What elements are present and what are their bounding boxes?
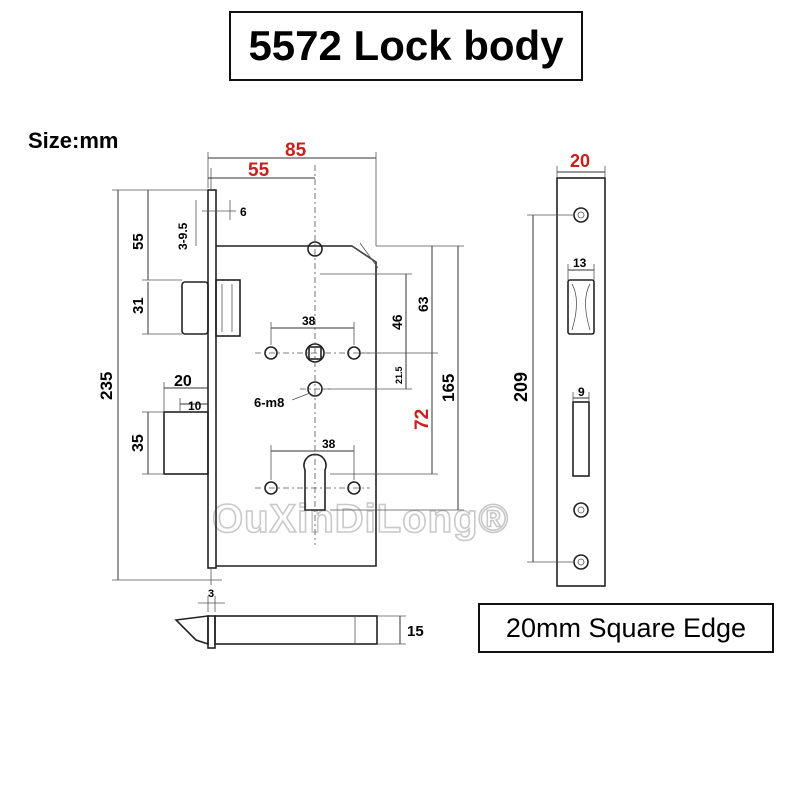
dim-38-bottom: 38 xyxy=(322,437,336,451)
dim-20-left: 20 xyxy=(174,373,192,390)
dim-55-top: 55 xyxy=(248,160,270,181)
dim-21-5: 21.5 xyxy=(394,366,404,384)
faceplate-front xyxy=(556,177,606,587)
faceplate-screw-top xyxy=(573,207,589,223)
dim-209: 209 xyxy=(511,372,531,402)
dim-3: 3 xyxy=(208,588,214,600)
dim-13: 13 xyxy=(573,256,587,270)
latch-bolt xyxy=(181,281,209,335)
dim-3-9-5: 3-9.5 xyxy=(176,222,190,250)
title-box: 5572 Lock body xyxy=(229,11,583,81)
dim-38-top: 38 xyxy=(302,314,316,328)
dim-85: 85 xyxy=(285,140,307,161)
dim-20-right: 20 xyxy=(570,151,590,171)
bottom-latch xyxy=(174,615,209,646)
lock-bottom-view xyxy=(174,596,406,649)
dim-63: 63 xyxy=(415,296,431,312)
deadbolt-slot xyxy=(572,401,590,477)
dim-46: 46 xyxy=(389,314,405,330)
screw-hole-top xyxy=(307,241,323,257)
dim-31: 31 xyxy=(130,297,147,314)
latch-body xyxy=(215,279,241,337)
dim-72: 72 xyxy=(412,409,433,430)
dim-165: 165 xyxy=(439,374,458,402)
size-label: Size:mm xyxy=(28,128,119,153)
dim-55-left: 55 xyxy=(130,233,147,250)
faceplate-front-view xyxy=(527,166,606,587)
lock-side-view xyxy=(163,165,379,585)
title: 5572 Lock body xyxy=(248,22,564,69)
edge-label-box: 20mm Square Edge xyxy=(478,603,774,653)
latch-slot xyxy=(567,279,595,335)
bottom-faceplate xyxy=(207,615,216,649)
faceplate xyxy=(207,189,217,569)
cylinder-hole xyxy=(303,453,327,511)
dim-15: 15 xyxy=(407,623,424,640)
dim-235: 235 xyxy=(97,372,116,400)
dead-bolt xyxy=(163,411,209,475)
dim-6: 6 xyxy=(240,205,247,219)
dim-35: 35 xyxy=(130,434,147,452)
watermark: OuXinDiLong® xyxy=(212,497,509,541)
dimension-lines xyxy=(112,152,464,581)
dim-9: 9 xyxy=(578,385,585,399)
dim-6-m8: 6-m8 xyxy=(254,395,284,410)
dim-10: 10 xyxy=(188,399,202,413)
faceplate-screw-mid xyxy=(573,502,589,518)
edge-label: 20mm Square Edge xyxy=(505,612,747,643)
faceplate-screw-bottom xyxy=(573,554,589,570)
bottom-case xyxy=(214,615,378,645)
